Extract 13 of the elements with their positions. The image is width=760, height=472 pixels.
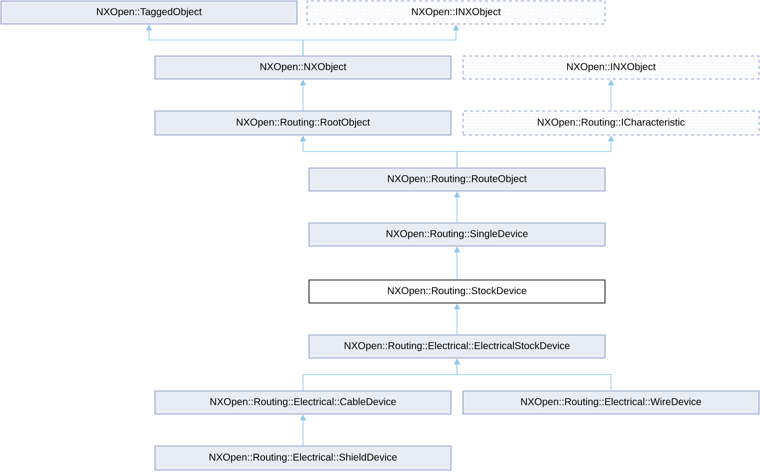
class-box: NXOpen::Routing::Electrical::WireDevice	[462, 390, 760, 414]
class-box: NXOpen::Routing::Electrical::ShieldDevice	[154, 446, 452, 470]
class-box: NXOpen::Routing::SingleDevice	[308, 222, 606, 246]
class-box: NXOpen::Routing::StockDevice	[308, 280, 606, 304]
interface-box: NXOpen::INXObject	[306, 0, 606, 24]
class-box: NXOpen::TaggedObject	[0, 0, 298, 24]
class-box: NXOpen::Routing::Electrical::ElectricalStockDevice	[308, 334, 606, 358]
class-box: NXOpen::NXObject	[154, 56, 452, 80]
interface-box: NXOpen::INXObject	[462, 56, 760, 80]
class-box: NXOpen::Routing::Electrical::CableDevice	[154, 390, 452, 414]
class-box: NXOpen::Routing::RouteObject	[308, 168, 606, 192]
class-box: NXOpen::Routing::RootObject	[154, 110, 452, 136]
interface-box: NXOpen::Routing::ICharacteristic	[462, 110, 760, 136]
